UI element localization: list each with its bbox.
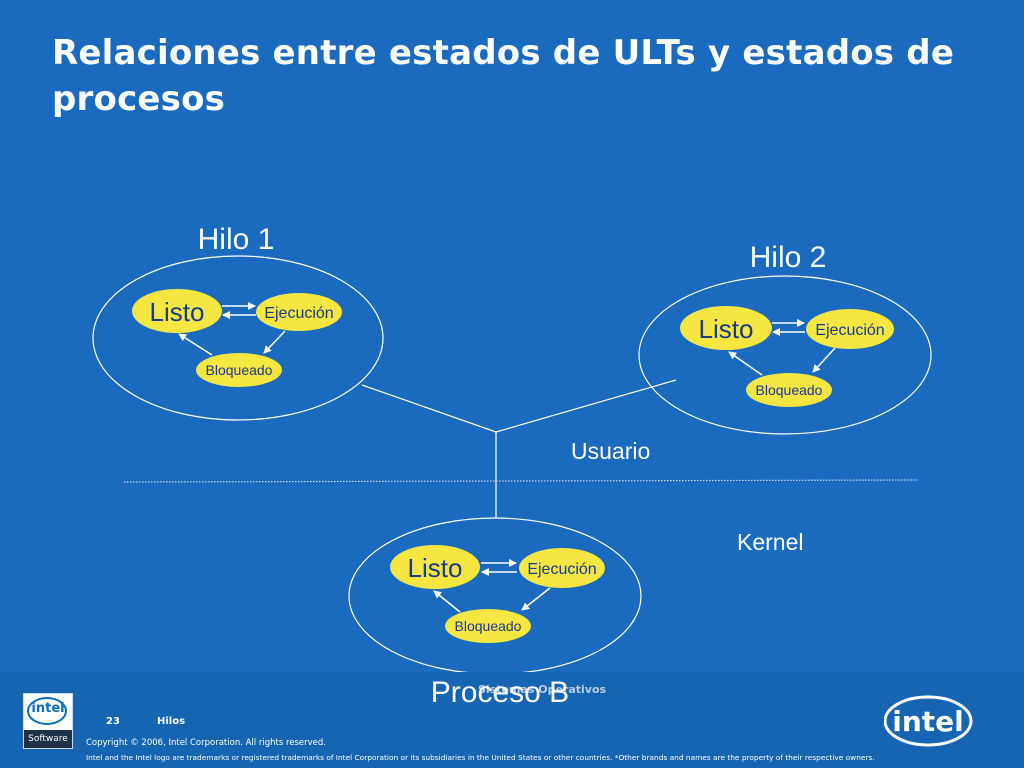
process-arrow-running-blocked [521, 587, 551, 611]
thread1-state-ready-label: Listo [150, 297, 205, 327]
process-state-blocked-label: Bloqueado [455, 618, 522, 634]
page-number: 23 [106, 716, 120, 727]
intel-logo-text: intel [892, 705, 964, 738]
thread2-boundary [638, 275, 932, 435]
process-arrow-blocked-ready [433, 590, 461, 613]
connector-thread2 [495, 379, 677, 433]
thread1-state-blocked-label: Bloqueado [206, 362, 273, 378]
thread2-state-blocked-label: Bloqueado [756, 382, 823, 398]
thread1-state-running [256, 293, 342, 331]
thread1-arrow-running-blocked [263, 330, 286, 354]
copyright-notice: Copyright © 2006, Intel Corporation. All… [86, 738, 326, 748]
thread2-state-ready [680, 306, 772, 350]
process-state-ready-label: Listo [408, 553, 463, 583]
thread1-boundary [92, 255, 384, 421]
intel-logo-swoosh [884, 695, 973, 747]
process-state-blocked [445, 609, 531, 643]
thread1-label: Hilo 1 [198, 223, 275, 256]
thread1-group: Hilo 1 Listo Ejecución Bloqueado [92, 223, 384, 421]
intel-software-logo-ring [27, 697, 67, 725]
thread2-state-running [806, 309, 894, 349]
footer-bar [0, 672, 1024, 768]
connector-thread1 [361, 384, 497, 433]
user-space-label: Usuario [571, 438, 650, 464]
course-name: Sistemas Operativos [478, 683, 607, 696]
slide-title: Relaciones entre estados de ULTs y estad… [52, 33, 955, 119]
thread1-state-ready [132, 289, 222, 333]
thread2-state-running-label: Ejecución [815, 322, 884, 339]
intel-software-logo-band: Software [24, 730, 72, 748]
thread1-arrow-blocked-ready [178, 333, 213, 356]
trademark-notice: Intel and the Intel logo are trademarks … [86, 753, 875, 762]
user-kernel-boundary [123, 479, 918, 483]
thread2-label: Hilo 2 [750, 241, 827, 274]
intel-software-logo-brand: intel [31, 701, 65, 716]
process-state-running-label: Ejecución [527, 561, 596, 578]
kernel-space-label: Kernel [737, 529, 803, 555]
thread2-state-blocked [746, 373, 832, 407]
intel-software-logo: intel Software [23, 693, 73, 749]
process-label: Proceso B [431, 676, 569, 709]
process-state-running [519, 548, 605, 588]
thread2-group: Hilo 2 Listo Ejecución Bloqueado [638, 241, 932, 435]
thread1-state-blocked [196, 353, 282, 387]
process-state-ready [390, 545, 480, 589]
thread2-state-ready-label: Listo [699, 314, 754, 344]
thread2-arrow-blocked-ready [728, 351, 763, 376]
thread1-state-running-label: Ejecución [264, 305, 333, 322]
intel-logo: intel [884, 695, 973, 747]
section-name: Hilos [157, 716, 186, 727]
thread2-arrow-running-blocked [812, 347, 836, 373]
